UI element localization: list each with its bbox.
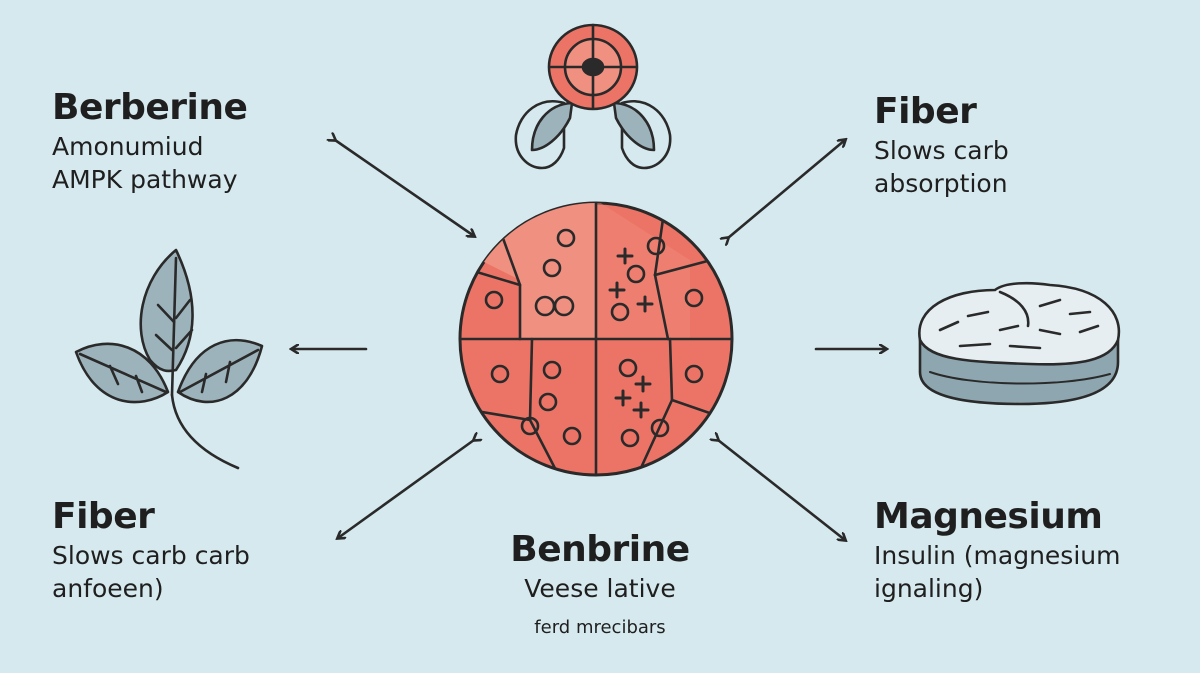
label-bottom-left-line-2: anfoeen) xyxy=(52,574,164,603)
arrow-top-left xyxy=(335,140,474,236)
cell-icon xyxy=(458,201,734,477)
label-top-right: Fiber Slows carb absorption xyxy=(874,92,1009,200)
arrow-top-right xyxy=(728,140,845,238)
label-bottom-left-line-1: Slows carb carb xyxy=(52,541,250,570)
label-top-left: Berberine Amonumiud AMPK pathway xyxy=(52,87,248,196)
arrow-bottom-left xyxy=(338,440,474,538)
label-bottom-right-heading: Magnesium xyxy=(874,496,1103,537)
flower-icon xyxy=(514,23,672,170)
label-bottom-right-line-1: Insulin (magnesium xyxy=(874,541,1121,570)
label-bottom-right-line-2: ignaling) xyxy=(874,574,984,603)
label-top-right-line-1: Slows carb xyxy=(874,136,1009,165)
label-bottom-center-note: ferd mrecibars xyxy=(534,617,666,638)
leaf-icon xyxy=(74,248,264,470)
label-top-left-heading: Berberine xyxy=(52,87,248,128)
label-bottom-center-line-1: Veese lative xyxy=(524,574,676,603)
label-top-left-line-1: Amonumiud xyxy=(52,132,204,161)
label-top-left-line-2: AMPK pathway xyxy=(52,165,238,194)
bread-icon xyxy=(918,281,1121,406)
arrow-bottom-right xyxy=(718,440,845,540)
label-bottom-center: Benbrine Veese lative ferd mrecibars xyxy=(450,530,750,641)
label-bottom-left-heading: Fiber xyxy=(52,496,155,537)
label-top-right-heading: Fiber xyxy=(874,91,977,132)
label-bottom-center-heading: Benbrine xyxy=(510,529,690,570)
label-top-right-line-2: absorption xyxy=(874,169,1008,198)
label-bottom-left: Fiber Slows carb carb anfoeen) xyxy=(52,497,250,605)
label-bottom-right: Magnesium Insulin (magnesium ignaling) xyxy=(874,497,1120,605)
